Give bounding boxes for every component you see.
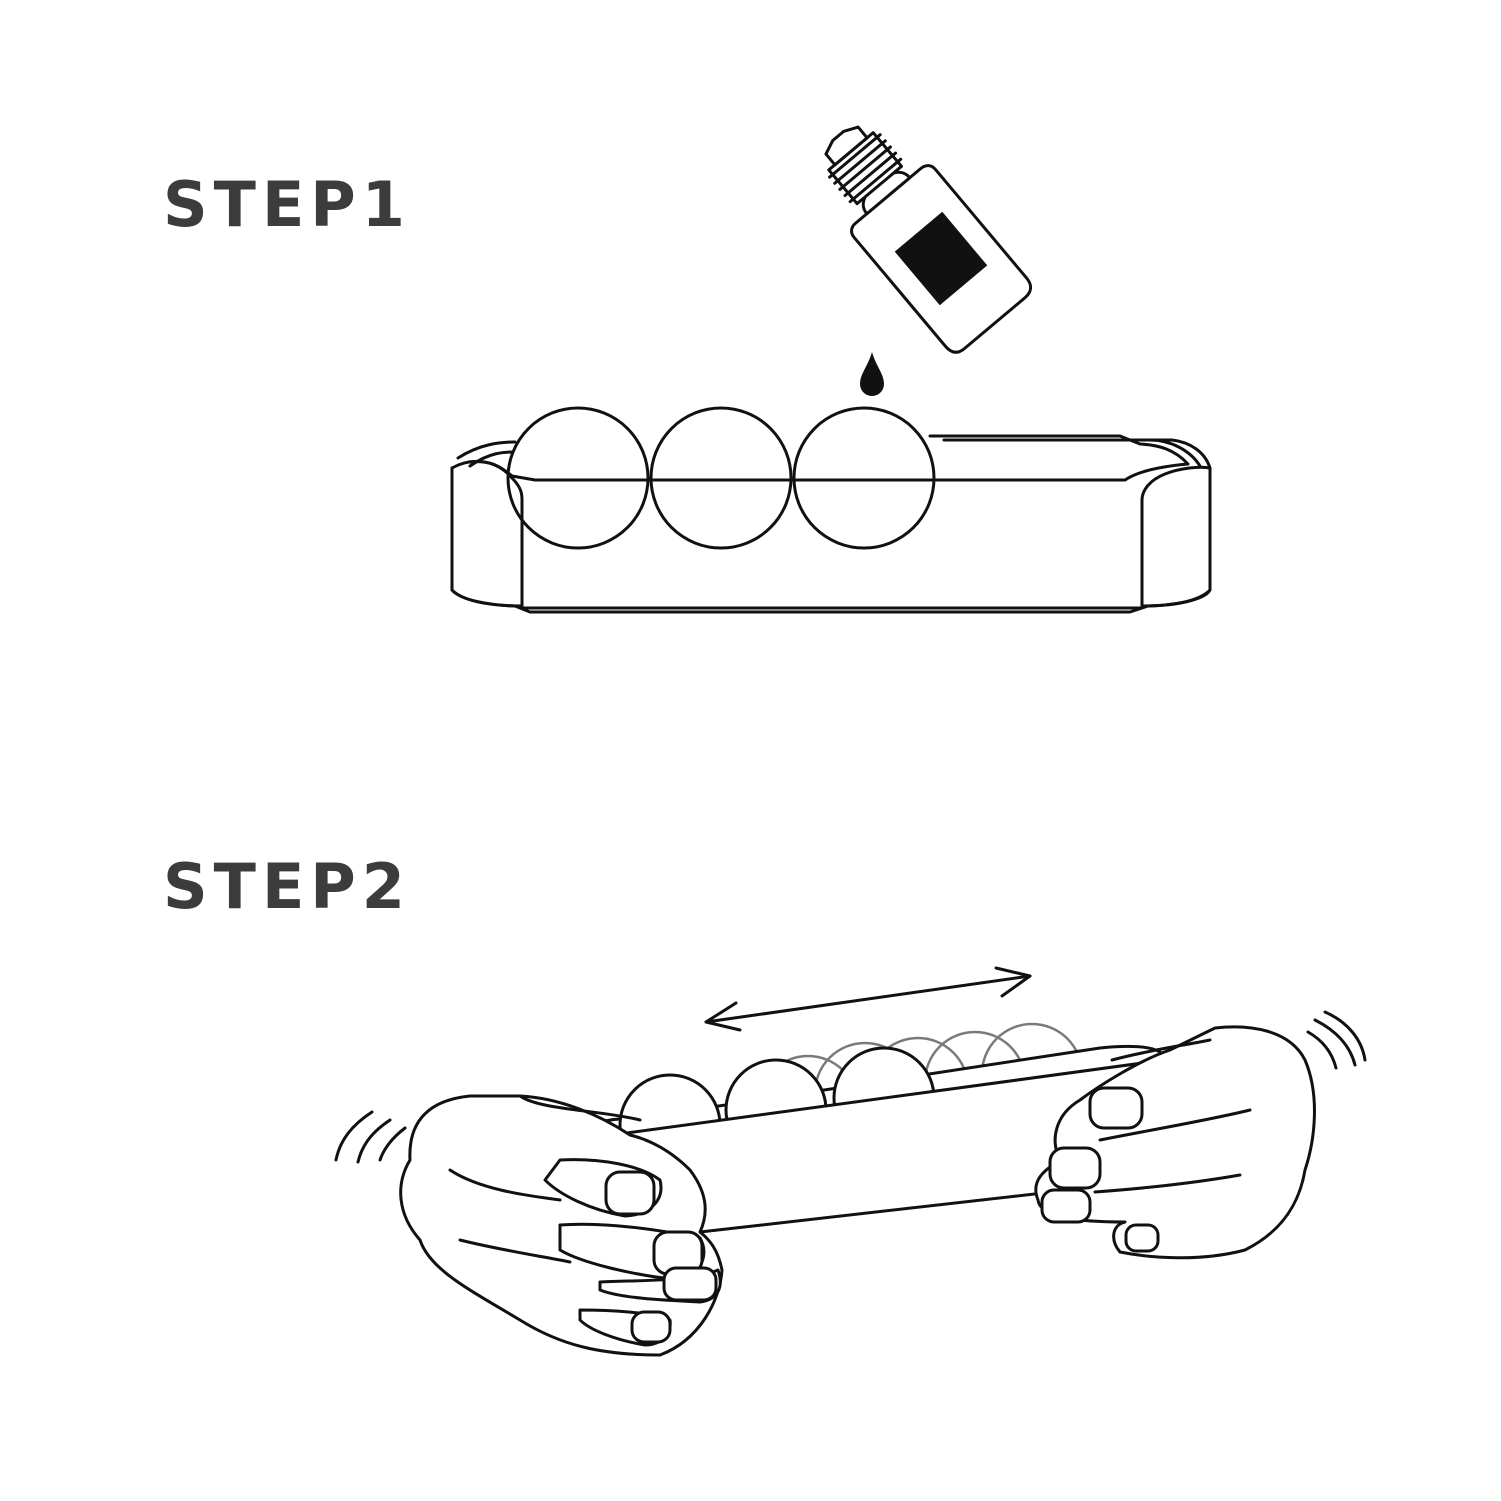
shake-motion-icon: [334, 1110, 407, 1164]
stone-ball-icon: [792, 406, 936, 550]
oil-bottle-icon: [824, 125, 1033, 354]
step1-illustration: [450, 125, 1212, 614]
stone-balls-group: [506, 406, 936, 550]
right-hand-icon: [1034, 1025, 1316, 1260]
oil-drop-icon: [860, 352, 884, 396]
double-arrow-icon: [704, 966, 1032, 1032]
stone-ball-icon: [506, 406, 650, 550]
stone-ball-icon: [649, 406, 793, 550]
step2-illustration: [334, 966, 1367, 1357]
left-hand-icon: [399, 1094, 724, 1357]
step2-title: STEP2: [163, 850, 411, 923]
shake-motion-icon: [1306, 1010, 1367, 1070]
step1-title: STEP1: [163, 168, 411, 241]
wooden-tray-icon: [450, 434, 1212, 614]
